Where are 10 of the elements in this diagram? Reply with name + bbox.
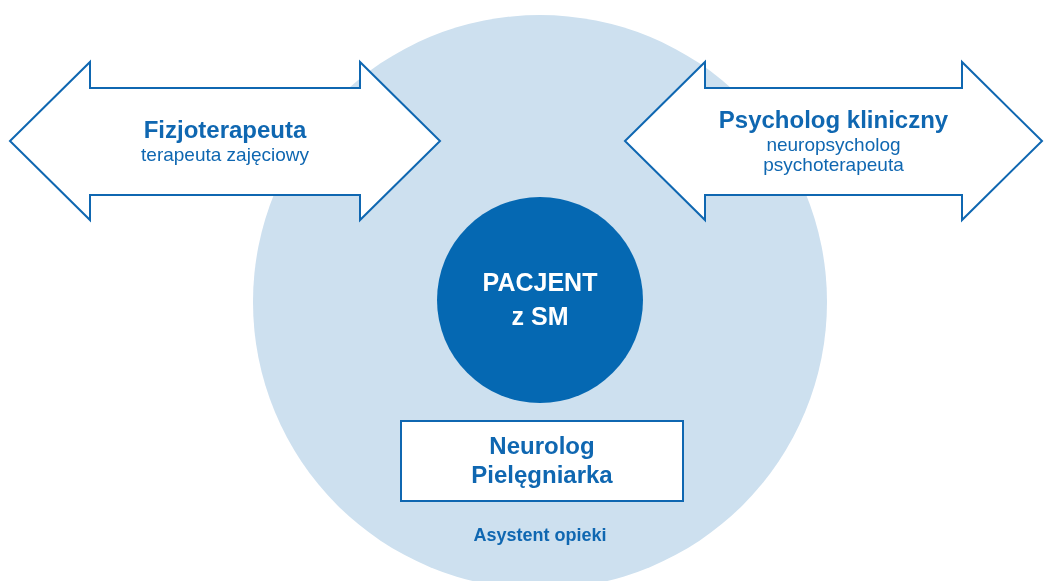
role-subtitle: neuropsycholog psychoterapeuta bbox=[762, 134, 905, 177]
circle-label: Asystent opieki bbox=[472, 525, 608, 546]
role-title: Fizjoterapeuta bbox=[143, 116, 307, 145]
team-box bbox=[400, 420, 684, 502]
team-label: Neurolog Pielęgniarka bbox=[470, 432, 614, 490]
double-arrow-shape bbox=[625, 62, 1042, 220]
patient-label: PACJENT z SM bbox=[481, 267, 599, 332]
double-arrow-shape bbox=[10, 62, 440, 220]
role-title: Psycholog kliniczny bbox=[718, 105, 949, 135]
role-subtitle: terapeuta zajęciowy bbox=[141, 144, 309, 166]
